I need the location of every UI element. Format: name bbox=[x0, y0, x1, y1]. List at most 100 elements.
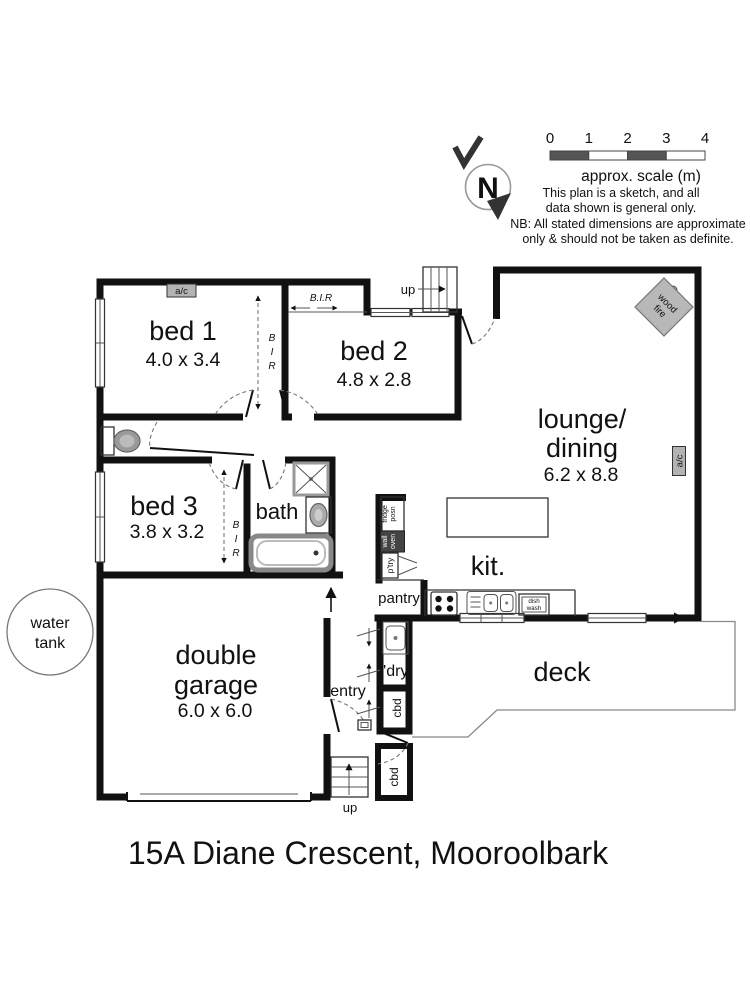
dishwasher-label-line1: dish bbox=[528, 598, 540, 605]
basin-inner bbox=[314, 509, 323, 521]
island-bench bbox=[446, 497, 549, 538]
room-bed2-dims: 4.8 x 2.8 bbox=[337, 369, 412, 391]
disclaimer-notes: This plan is a sketch, and all data show… bbox=[510, 186, 746, 246]
wall-oven-label: wall oven bbox=[382, 534, 397, 549]
kitchen-fixtures: dish wash fridge posn wall oven p'try bbox=[380, 496, 576, 616]
compass-needle-top bbox=[452, 135, 484, 170]
trough-drain bbox=[393, 636, 398, 640]
room-bed2: bed 2 bbox=[340, 336, 408, 366]
dishwasher-icon bbox=[518, 593, 550, 616]
bench-outline bbox=[424, 589, 576, 616]
room-lounge-line1: lounge/ bbox=[538, 404, 627, 434]
scale-tick-3: 3 bbox=[662, 130, 670, 147]
wood-fire-icon: wood fire bbox=[634, 277, 694, 337]
vanity bbox=[305, 496, 332, 534]
wall-oven-icon bbox=[380, 530, 405, 553]
bir-letter: I bbox=[271, 347, 274, 358]
garage-door-opening bbox=[127, 792, 311, 803]
svg-text:posn: posn bbox=[390, 506, 397, 521]
nb-note-line2: only & should not be taken as definite. bbox=[522, 232, 733, 246]
svg-text:cbd: cbd bbox=[390, 698, 404, 717]
ac-badge-right: a/c bbox=[672, 446, 686, 476]
bir-label: B.I.R bbox=[310, 293, 332, 304]
scale-tick-2: 2 bbox=[623, 130, 631, 147]
page-title: 15A Diane Crescent, Mooroolbark bbox=[128, 835, 609, 871]
door-leaf bbox=[245, 389, 288, 418]
scale-segment bbox=[588, 150, 628, 161]
bathtub-drain bbox=[313, 550, 319, 556]
room-laundry: l'dry bbox=[380, 663, 409, 680]
door-arc bbox=[471, 317, 496, 345]
scale-tick-0: 0 bbox=[546, 130, 554, 147]
room-garage-line2: garage bbox=[174, 670, 258, 700]
room-garage-dims: 6.0 x 6.0 bbox=[178, 700, 253, 722]
room-bed1-dims: 4.0 x 3.4 bbox=[146, 349, 221, 371]
room-lounge-dims: 6.2 x 8.8 bbox=[544, 464, 619, 486]
cupboard-room bbox=[375, 743, 413, 801]
up-label: up bbox=[343, 800, 357, 815]
bir-letter: I bbox=[235, 534, 238, 545]
sink-drainer bbox=[470, 596, 481, 608]
ptry-space bbox=[380, 552, 399, 579]
deck-outline bbox=[412, 620, 736, 738]
door-leaf bbox=[235, 459, 271, 490]
room-labels: bed 1 4.0 x 3.4 bed 2 4.8 x 2.8 bed 3 3.… bbox=[130, 316, 627, 787]
bathroom bbox=[100, 426, 334, 573]
svg-text:wall: wall bbox=[382, 535, 389, 549]
burner bbox=[446, 595, 454, 603]
laundry bbox=[325, 586, 409, 718]
toilet-inner bbox=[119, 434, 135, 448]
door-swing-slash bbox=[356, 706, 381, 715]
door-leaf bbox=[149, 447, 255, 456]
dishwasher-label-line2: wash bbox=[526, 605, 542, 612]
room-bed1: bed 1 bbox=[149, 316, 217, 346]
scale-bar: 0 1 2 3 4 approx. scale (m) bbox=[546, 130, 709, 185]
scale-segment bbox=[627, 150, 667, 161]
pantry-doors bbox=[397, 555, 418, 576]
door-arc bbox=[208, 461, 287, 490]
svg-text:fridge: fridge bbox=[382, 505, 389, 523]
sink-drain bbox=[505, 601, 509, 605]
cbd-label: cbd bbox=[390, 698, 404, 717]
bathtub-inner bbox=[256, 540, 326, 566]
windows bbox=[94, 298, 686, 803]
door-swing-slash bbox=[356, 628, 381, 637]
stairs-top: up bbox=[401, 266, 458, 313]
garage-door-icon bbox=[126, 792, 312, 802]
badges: a/c a/c wood fire bbox=[166, 277, 694, 476]
scale-tick-1: 1 bbox=[585, 130, 593, 147]
sink-unit bbox=[466, 591, 517, 615]
entry-door-leaf bbox=[330, 698, 340, 733]
bir-letter: R bbox=[232, 548, 239, 559]
room-bath: bath bbox=[256, 499, 299, 524]
svg-text:oven: oven bbox=[390, 534, 397, 549]
svg-text:cbd: cbd bbox=[387, 767, 401, 786]
laundry-trough-icon bbox=[382, 621, 409, 655]
room-bed3-dims: 3.8 x 3.2 bbox=[130, 521, 205, 543]
cooktop-icon bbox=[430, 591, 458, 616]
sketch-note-line2: data shown is general only. bbox=[546, 201, 697, 215]
water-tank-label: tank bbox=[35, 635, 66, 652]
fridge-label: fridge posn bbox=[382, 505, 397, 523]
room-entry: entry bbox=[330, 683, 366, 700]
water-tank: water tank bbox=[6, 588, 94, 676]
door-leaf bbox=[380, 731, 409, 744]
sketch-note-line1: This plan is a sketch, and all bbox=[542, 186, 699, 200]
svg-text:p'try: p'try bbox=[385, 557, 395, 574]
room-garage-line1: double bbox=[175, 640, 256, 670]
entry-door-arc bbox=[330, 698, 365, 722]
wood-fire-diamond bbox=[634, 277, 694, 337]
room-bed3: bed 3 bbox=[130, 491, 198, 521]
scale-segment bbox=[665, 150, 706, 161]
water-tank-label: water bbox=[29, 615, 70, 632]
ac-label: a/c bbox=[675, 454, 686, 467]
door-leaf bbox=[461, 315, 473, 345]
robes: B I R B I R B.I.R bbox=[221, 293, 367, 564]
scale-label: approx. scale (m) bbox=[581, 168, 701, 185]
nb-note-line1: NB: All stated dimensions are approximat… bbox=[510, 217, 746, 231]
door-swing-slash bbox=[356, 669, 381, 678]
bir-letter: R bbox=[268, 361, 275, 372]
ac-badge bbox=[672, 446, 686, 476]
water-tank-circle bbox=[6, 588, 94, 676]
